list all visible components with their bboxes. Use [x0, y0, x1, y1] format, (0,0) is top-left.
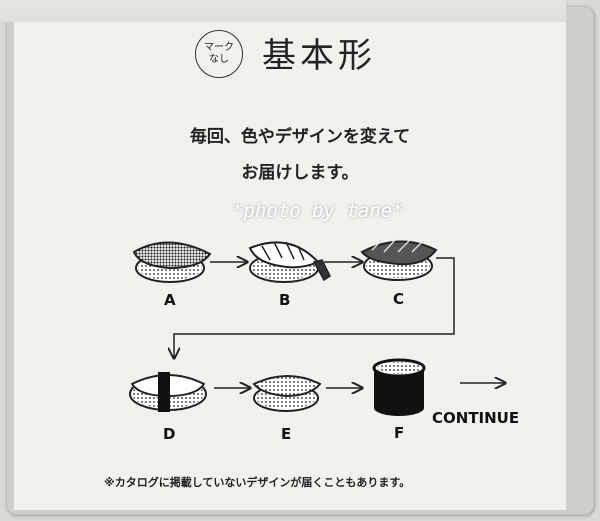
no-mark-badge: マーク なし: [195, 30, 243, 78]
footnote: ※カタログに掲載していないデザインが届くこともあります。: [104, 476, 411, 489]
watermark: *photo by tane*: [232, 200, 404, 222]
page-title: 基本形: [262, 36, 376, 76]
badge-line2: なし: [209, 54, 229, 65]
step-label-c: C: [393, 290, 405, 308]
sushi-band-icon: [129, 372, 207, 412]
step-label-b: B: [279, 291, 291, 309]
maki-roll-icon: [372, 358, 426, 416]
step-label-d: D: [163, 425, 176, 443]
continue-label: CONTINUE: [432, 409, 520, 427]
sushi-marbled-icon: [252, 375, 322, 412]
sushi-spotted-icon: [132, 241, 212, 283]
description-line2: お届けします。: [241, 163, 359, 183]
step-label-e: E: [281, 425, 292, 443]
step-label-f: F: [394, 424, 405, 442]
badge-line1: マーク: [204, 42, 234, 53]
description-line1: 毎回、色やデザインを変えて: [189, 127, 411, 147]
step-label-a: A: [164, 291, 176, 309]
sushi-shrimp-icon: [248, 241, 331, 283]
sushi-striped-icon: [360, 238, 438, 281]
